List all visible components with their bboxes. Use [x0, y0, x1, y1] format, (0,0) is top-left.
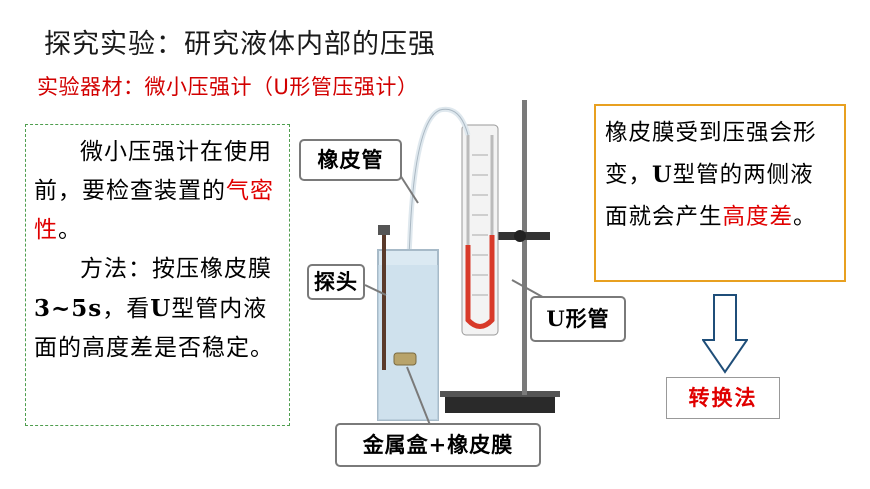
callout-u-tube: U形管	[530, 296, 626, 342]
page-subtitle: 实验器材：微小压强计（U形管压强计）	[37, 75, 419, 99]
para2-text-c: ，看	[102, 296, 151, 322]
explanation-box: 橡皮膜受到压强会形变，U型管的两侧液面就会产生高度差。	[594, 104, 846, 282]
callout-rubber-tube: 橡皮管	[299, 139, 402, 181]
metal-box	[393, 352, 417, 366]
down-arrow-icon	[702, 294, 748, 374]
explanation-u: U	[652, 162, 673, 188]
stand-rod	[522, 100, 527, 395]
para1-end: 。	[58, 217, 82, 243]
callout-probe: 探头	[307, 264, 365, 300]
airtightness-paragraph: 微小压强计在使用前，要检查装置的气密性。	[34, 133, 283, 250]
para2-text: 方法：按压橡皮膜	[80, 256, 272, 282]
stand-base	[445, 395, 555, 413]
conversion-method-box: 转换法	[666, 377, 780, 419]
para1-text: 微小压强计在使用前，要检查装置的	[34, 139, 272, 204]
para2-u: U	[150, 295, 172, 322]
explanation-text-a: 橡皮膜受到压强会形变，	[605, 120, 817, 188]
u-tube-board	[461, 124, 499, 336]
height-difference-highlight: 高度差	[722, 204, 794, 230]
u-tube-liquid	[465, 235, 495, 329]
callout-metal-box: 金属盒+橡皮膜	[335, 423, 541, 467]
probe-stick	[382, 230, 386, 370]
method-paragraph: 方法：按压橡皮膜 3~5s，看U型管内液面的高度差是否稳定。	[34, 250, 283, 368]
airtightness-note-box: 微小压强计在使用前，要检查装置的气密性。 方法：按压橡皮膜 3~5s，看U型管内液…	[25, 124, 290, 426]
pressure-gauge-illustration	[364, 100, 560, 425]
para2-text-e: 型管内液面的高度差是否稳定。	[34, 296, 274, 361]
explanation-text-c: 型管的两侧液面就会产生	[605, 162, 814, 230]
airtightness-highlight: 气密性	[34, 178, 274, 243]
page-title: 探究实验：研究液体内部的压强	[44, 29, 436, 60]
explanation-end: 。	[793, 204, 817, 230]
para2-duration: 3~5s	[34, 295, 103, 322]
